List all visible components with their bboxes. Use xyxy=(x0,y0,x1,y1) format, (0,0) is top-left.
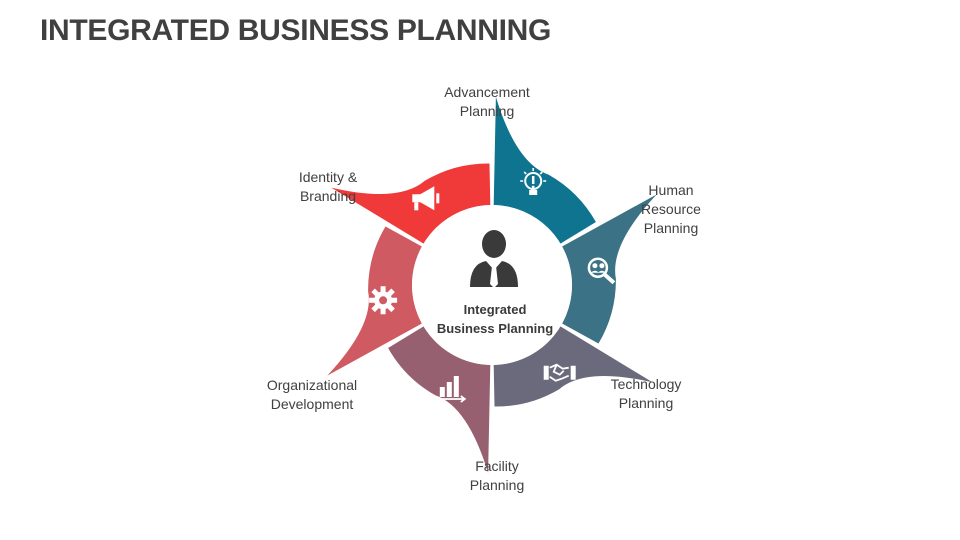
label-human-resource-planning: Human Resource Planning xyxy=(641,182,701,236)
segment-2 xyxy=(562,194,657,344)
segments-group xyxy=(327,97,657,473)
label-facility-planning: Facility Planning xyxy=(469,458,525,493)
gear-icon xyxy=(369,286,398,315)
lightbulb-icon xyxy=(520,168,547,195)
label-organizational-development: Organizational Development xyxy=(266,377,358,412)
label-identity-branding: Identity & Branding xyxy=(298,169,358,204)
label-technology-planning: Technology Planning xyxy=(610,376,682,411)
segment-6 xyxy=(331,163,491,244)
businessman-icon xyxy=(470,230,518,288)
bar-chart-icon xyxy=(437,376,467,403)
center-label: Integrated Business Planning xyxy=(436,302,554,336)
people-search-icon xyxy=(587,257,616,285)
segment-4 xyxy=(388,326,491,473)
page-title: INTEGRATED BUSINESS PLANNING xyxy=(40,14,552,47)
label-advancement-planning: Advancement Planning xyxy=(444,84,530,119)
segment-1 xyxy=(493,97,596,244)
handshake-icon xyxy=(543,363,576,382)
megaphone-icon xyxy=(412,186,440,211)
